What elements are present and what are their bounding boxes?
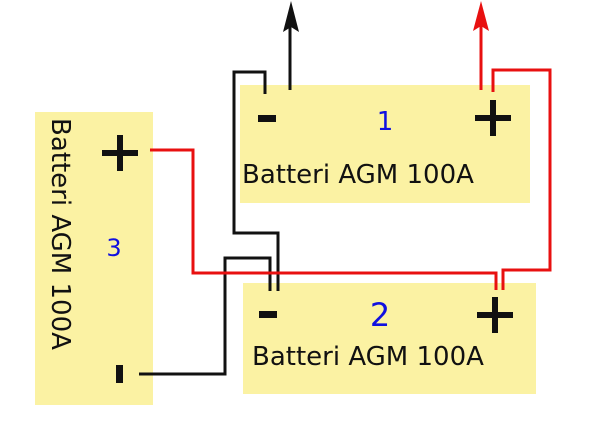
battery-2: 2 Batteri AGM 100A	[252, 296, 513, 372]
battery-3: Batteri AGM 100A 3	[45, 118, 138, 383]
wire-battery-3-negative-to-battery-2-negative	[139, 256, 272, 376]
battery-2-number: 2	[370, 296, 390, 334]
wire-battery-1-positive-output	[473, 1, 489, 90]
wire-battery-1-negative-output	[283, 1, 299, 90]
battery-3-positive-terminal-icon	[102, 135, 138, 171]
battery-2-label: Batteri AGM 100A	[252, 342, 484, 372]
wire-battery-1-positive-to-battery-2-positive	[491, 68, 552, 290]
battery-1-number: 1	[377, 107, 394, 137]
arrow-up-icon	[473, 1, 489, 31]
wire-battery-3-positive-to-battery-2-positive	[150, 148, 498, 290]
arrow-up-icon	[283, 1, 299, 32]
battery-3-negative-terminal-icon	[116, 365, 123, 383]
battery-3-box	[35, 112, 153, 405]
battery-2-box	[243, 283, 536, 394]
battery-1-negative-terminal-icon	[258, 115, 276, 122]
battery-1: 1 Batteri AGM 100A	[242, 100, 511, 190]
wire-battery-1-negative-to-battery-2-negative	[232, 70, 280, 291]
battery-3-number: 3	[106, 234, 121, 262]
battery-1-label: Batteri AGM 100A	[242, 160, 474, 190]
battery-1-box	[240, 85, 530, 203]
battery-3-label: Batteri AGM 100A	[45, 118, 75, 350]
battery-2-negative-terminal-icon	[259, 311, 277, 318]
battery-1-positive-terminal-icon	[475, 100, 511, 136]
battery-2-positive-terminal-icon	[477, 297, 513, 333]
